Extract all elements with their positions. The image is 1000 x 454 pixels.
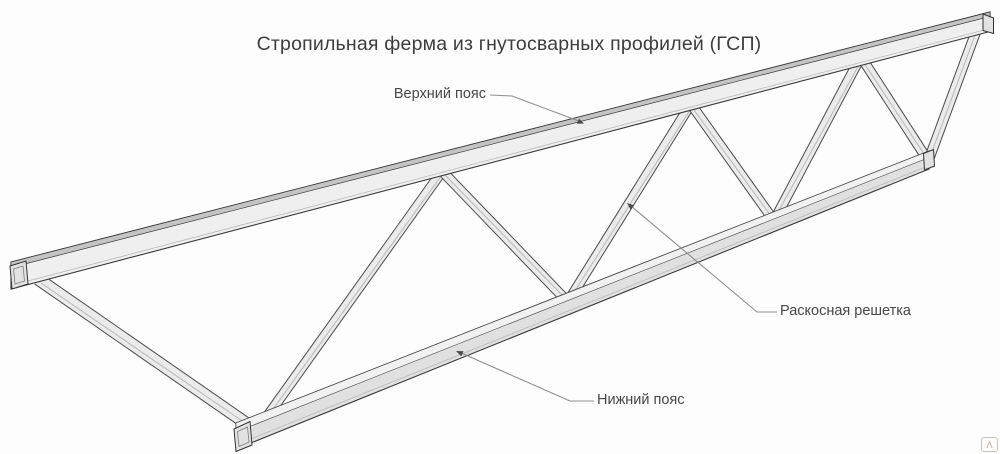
top-chord-left-end-cap-inner — [13, 265, 25, 285]
leader-arrowhead — [576, 118, 584, 124]
label-lattice: Раскосная решетка — [780, 303, 911, 319]
web-member-end-post — [924, 24, 983, 161]
web-member-diagonal-5 — [688, 103, 777, 222]
leader-top-chord — [489, 94, 584, 124]
member-contour — [442, 172, 566, 299]
web-member-diagonal-4 — [564, 104, 694, 303]
member-contour — [929, 29, 978, 158]
member-contour — [776, 62, 861, 215]
bottom-chord-right-end-cap — [922, 148, 936, 171]
leader-lattice — [627, 203, 777, 313]
bottom-chord — [233, 148, 936, 453]
web-member-left-overhang-diagonal — [34, 273, 257, 434]
member-fill — [34, 274, 257, 433]
member-contour — [693, 109, 772, 217]
member-contour — [40, 282, 252, 428]
watermark-glyph: Λ — [986, 439, 993, 450]
member-contour — [570, 109, 691, 298]
watermark-logo: Λ — [981, 437, 998, 452]
label-bottom-chord: Нижний пояс — [597, 392, 685, 408]
leader-arrowhead — [627, 203, 635, 210]
bottom-chord-left-end-cap-inner — [237, 426, 250, 448]
label-top-chord: Верхний пояс — [393, 86, 486, 102]
member-contour — [863, 62, 927, 158]
member-fill — [252, 167, 447, 435]
top-chord — [9, 11, 994, 290]
diagram-title: Стропильная ферма из гнутосварных профил… — [256, 33, 762, 55]
leader-arrowhead — [456, 351, 464, 357]
leader-bottom-chord — [456, 351, 594, 402]
leader-line — [630, 205, 777, 313]
leader-line — [459, 351, 594, 402]
leader-line — [489, 94, 581, 123]
web-member-diagonal-2 — [251, 166, 448, 436]
member-contour — [257, 171, 445, 431]
web-member-diagonal-3 — [437, 166, 570, 304]
web-member-diagonal-6 — [771, 57, 864, 220]
web-member-diagonal-7 — [858, 57, 932, 162]
top-chord-right-end-cap — [982, 13, 994, 35]
top-chord-left-end-cap — [9, 260, 29, 290]
top-chord-shade-line — [10, 28, 991, 286]
bottom-chord-shade-line — [235, 165, 930, 446]
